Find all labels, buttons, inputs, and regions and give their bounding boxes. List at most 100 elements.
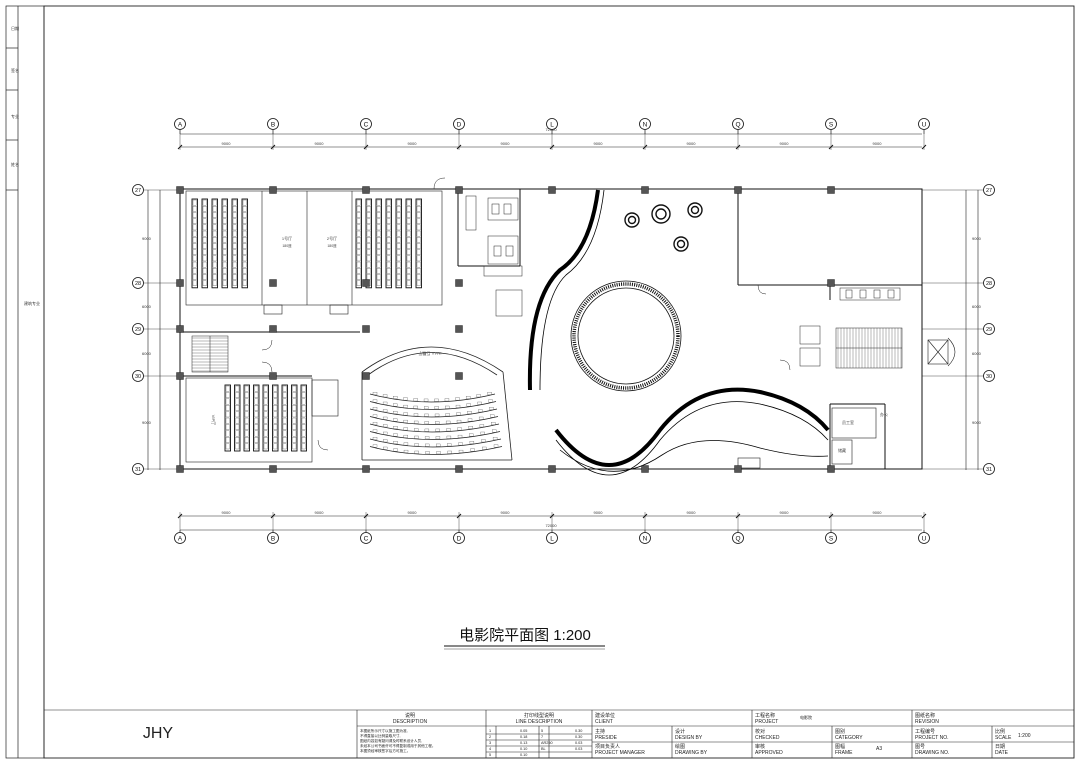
structural-column <box>641 465 649 473</box>
seat <box>413 420 419 424</box>
seat <box>406 243 411 249</box>
bay-dim: 9000 <box>315 141 325 146</box>
seat <box>222 274 227 280</box>
line-table-cell: 0.03 <box>575 741 582 745</box>
line-table-cell: 0.10 <box>520 753 527 757</box>
seat <box>469 441 475 444</box>
seat <box>301 385 306 392</box>
seat <box>372 444 378 448</box>
seat <box>192 224 197 231</box>
axis-bubble <box>983 463 995 475</box>
seat <box>301 392 306 398</box>
seat <box>416 230 421 237</box>
seat <box>403 427 408 431</box>
room-cap-hall-2: 180座 <box>327 243 337 248</box>
overall-dim-bottom: 72000 <box>545 523 557 528</box>
line-table-cell: 1 <box>489 729 491 733</box>
room-label-hall-2: 2号厅 <box>327 235 337 241</box>
seat <box>386 280 391 286</box>
seat-row <box>375 198 382 289</box>
staff-rooms <box>737 407 877 469</box>
bay-dim: 9000 <box>873 510 883 515</box>
desc-cn: 说明 <box>405 712 415 719</box>
seat <box>396 280 401 286</box>
seat <box>403 442 409 446</box>
seat <box>273 385 278 392</box>
line-table-cell: 4 <box>489 747 491 751</box>
seat <box>202 212 207 218</box>
seat-row <box>281 384 288 452</box>
seat <box>244 424 249 430</box>
seat <box>366 199 371 206</box>
room-label-office: 办公 <box>880 411 888 417</box>
seat <box>406 255 411 262</box>
seat <box>192 212 197 218</box>
seat <box>435 428 440 432</box>
seat <box>467 418 473 422</box>
seat <box>356 230 361 237</box>
seat <box>232 261 237 268</box>
structural-columns <box>176 186 835 473</box>
seat <box>383 431 388 435</box>
seat <box>467 411 472 414</box>
seat <box>225 443 230 450</box>
pm-cn: 项目负责人 <box>595 743 620 750</box>
seat <box>225 398 230 405</box>
seat <box>242 243 247 249</box>
seat <box>192 274 197 280</box>
seat <box>386 274 391 280</box>
preside-en: PRESIDE <box>595 735 618 741</box>
seat <box>212 249 217 255</box>
seat <box>192 199 197 206</box>
bay-dim: 9000 <box>687 510 697 515</box>
seat <box>242 230 247 237</box>
structural-column <box>548 465 556 473</box>
seat <box>356 255 361 262</box>
axis-label: 28 <box>986 281 992 287</box>
elevator <box>927 337 956 367</box>
seat <box>366 218 371 224</box>
axis-bubble <box>132 370 144 382</box>
seat <box>202 224 207 231</box>
seat <box>406 274 411 280</box>
strip-label-2: 签名 <box>11 67 19 73</box>
axis-bubble <box>639 532 651 544</box>
drawing-no-cn: 图号 <box>915 744 925 750</box>
seat <box>356 243 361 249</box>
seat-row-arc <box>369 431 501 440</box>
seat <box>366 230 371 237</box>
seat <box>242 237 247 243</box>
seat <box>235 411 240 418</box>
seat <box>235 417 240 424</box>
structural-column <box>269 186 277 194</box>
axis-label: S <box>829 535 834 542</box>
seat <box>382 401 388 405</box>
seat <box>202 268 207 274</box>
seat <box>435 436 441 440</box>
seat <box>292 385 297 392</box>
axis-bubble <box>825 118 837 130</box>
seat-row-arc <box>369 408 498 418</box>
seat <box>476 394 481 398</box>
seat <box>393 426 398 429</box>
axis-label: D <box>457 535 462 542</box>
seat <box>396 212 401 218</box>
strip-label-1: 日期 <box>11 25 19 31</box>
frame-en: FRAME <box>835 750 853 756</box>
seat <box>192 280 197 286</box>
seat <box>393 448 398 452</box>
seat <box>481 439 486 443</box>
seat <box>416 274 421 280</box>
axis-label: Q <box>735 121 740 128</box>
seat <box>263 392 268 398</box>
approved-cn: 审核 <box>755 743 765 750</box>
seat <box>244 392 249 398</box>
seat <box>212 261 217 268</box>
seat <box>292 443 297 450</box>
seat <box>386 243 391 249</box>
seat <box>273 443 278 450</box>
seat <box>242 206 247 212</box>
axis-label: U <box>922 535 927 542</box>
seat <box>273 430 278 437</box>
